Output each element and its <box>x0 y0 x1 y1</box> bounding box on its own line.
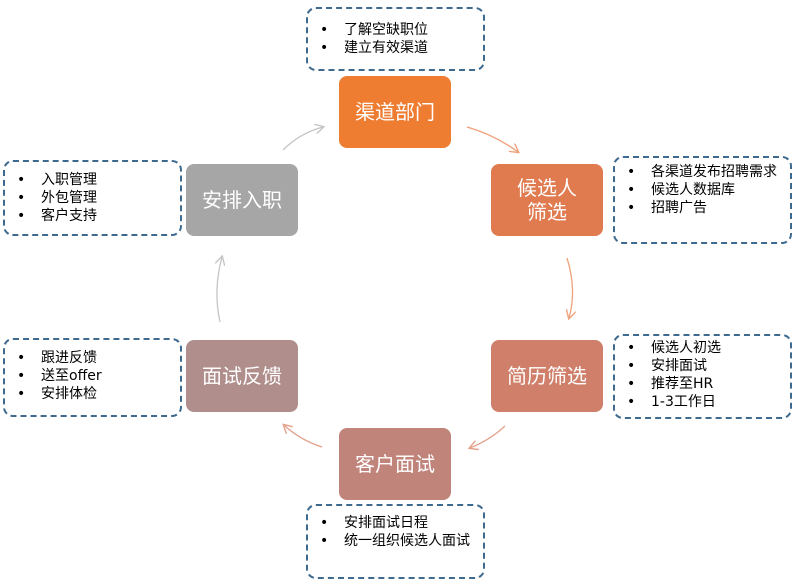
arrow-feedback-to-onboarding <box>217 257 222 323</box>
node-resume-screen-label: 简历筛选 <box>507 364 587 388</box>
note-channel-dept: 了解空缺职位 建立有效渠道 <box>306 7 485 71</box>
note-item: 外包管理 <box>15 189 172 207</box>
note-item: 候选人初选 <box>625 339 782 357</box>
node-interview-feedback-label: 面试反馈 <box>202 364 282 388</box>
note-item: 招聘广告 <box>625 199 782 217</box>
arrow-resume-to-client <box>470 425 506 448</box>
note-item: 建立有效渠道 <box>318 39 475 57</box>
note-item: 安排面试日程 <box>318 514 475 532</box>
arrow-client-to-feedback <box>284 425 323 448</box>
note-interview-feedback: 跟进反馈 送至offer 安排体检 <box>3 338 182 417</box>
note-item: 1-3工作日 <box>625 393 782 411</box>
node-client-interview-label: 客户面试 <box>355 452 435 476</box>
node-resume-screen: 简历筛选 <box>491 340 603 412</box>
note-item: 候选人数据库 <box>625 181 782 199</box>
arrow-candidate-to-resume <box>567 257 573 318</box>
node-onboarding: 安排入职 <box>186 164 298 236</box>
note-candidate-screen: 各渠道发布招聘需求 候选人数据库 招聘广告 <box>613 156 792 244</box>
note-item: 送至offer <box>15 367 172 385</box>
node-onboarding-label: 安排入职 <box>202 188 282 212</box>
note-item: 安排面试 <box>625 357 782 375</box>
note-item: 跟进反馈 <box>15 349 172 367</box>
note-resume-screen: 候选人初选 安排面试 推荐至HR 1-3工作日 <box>613 334 792 419</box>
note-item: 了解空缺职位 <box>318 21 475 39</box>
note-item: 推荐至HR <box>625 375 782 393</box>
node-channel-dept: 渠道部门 <box>339 76 451 148</box>
note-item: 统一组织候选人面试 <box>318 532 475 550</box>
node-channel-dept-label: 渠道部门 <box>355 100 435 124</box>
node-candidate-screen-label: 候选人筛选 <box>517 176 577 224</box>
node-interview-feedback: 面试反馈 <box>186 340 298 412</box>
node-client-interview: 客户面试 <box>339 428 451 500</box>
node-candidate-screen: 候选人筛选 <box>491 164 603 236</box>
note-onboarding: 入职管理 外包管理 客户支持 <box>3 160 182 236</box>
note-client-interview: 安排面试日程 统一组织候选人面试 <box>306 504 485 579</box>
arrow-onboarding-to-channel <box>282 127 323 151</box>
note-item: 安排体检 <box>15 385 172 403</box>
note-item: 客户支持 <box>15 207 172 225</box>
arrow-channel-to-candidate <box>466 126 518 152</box>
note-item: 入职管理 <box>15 171 172 189</box>
note-item: 各渠道发布招聘需求 <box>625 163 782 181</box>
